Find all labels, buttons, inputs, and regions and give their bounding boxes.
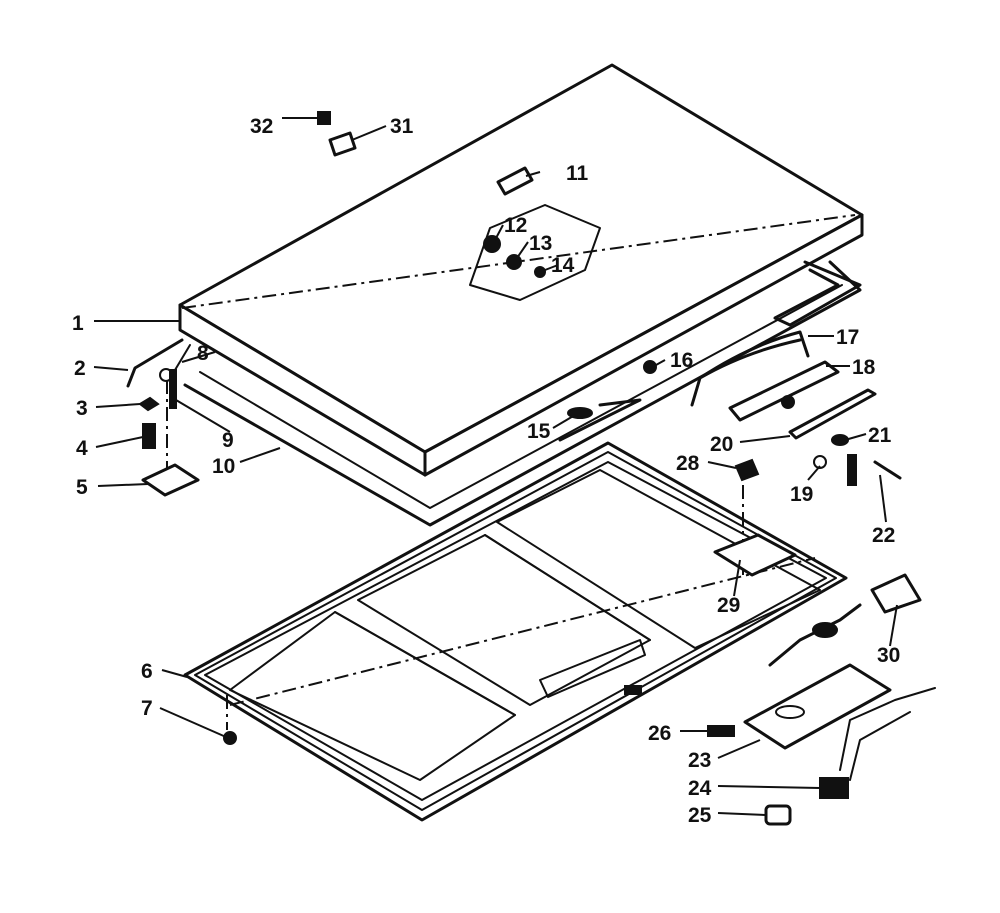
callout-31: 31 <box>390 115 414 138</box>
callout-24: 24 <box>688 777 712 800</box>
callout-9: 9 <box>222 429 234 452</box>
callout-21: 21 <box>868 424 892 447</box>
callout-15: 15 <box>527 420 551 443</box>
callout-16: 16 <box>670 349 693 372</box>
part-19-key <box>813 455 827 469</box>
callout-18: 18 <box>852 356 876 379</box>
part-7-screw <box>223 731 237 745</box>
callout-5: 5 <box>76 476 88 499</box>
leader-lines <box>93 117 898 816</box>
part-30-plug <box>768 573 922 667</box>
callout-6: 6 <box>141 660 153 683</box>
part-8-9-pin <box>159 368 177 409</box>
part-22-pin <box>873 460 902 480</box>
part-3-washer <box>138 396 160 412</box>
part-21-lock <box>831 434 857 486</box>
callout-32: 32 <box>250 115 273 138</box>
part-14-nut <box>534 266 546 278</box>
callout-14: 14 <box>551 254 575 277</box>
lid-access-panel <box>469 204 601 301</box>
callout-30: 30 <box>877 644 900 667</box>
callout-20: 20 <box>710 433 733 456</box>
callout-23: 23 <box>688 749 711 772</box>
callout-22: 22 <box>872 524 895 547</box>
callout-4: 4 <box>76 437 88 460</box>
callout-25: 25 <box>688 804 712 827</box>
part-13-washer <box>506 254 522 270</box>
lid-liner <box>174 260 862 527</box>
part-5-plate <box>141 463 200 497</box>
callout-28: 28 <box>676 452 700 475</box>
callout-2: 2 <box>74 357 86 380</box>
callout-1: 1 <box>72 312 84 335</box>
part-17-handle <box>690 330 810 407</box>
part-24-socket <box>819 687 936 799</box>
lid-assembly <box>178 63 864 477</box>
part-26-screw <box>707 725 735 737</box>
part-12-screw <box>483 235 501 253</box>
callout-11: 11 <box>566 162 589 185</box>
cabinet-frame <box>183 441 848 822</box>
callout-13: 13 <box>529 232 552 255</box>
callout-8: 8 <box>197 342 209 365</box>
part-23-cover <box>743 663 892 750</box>
part-2-hinge-rod <box>126 338 184 388</box>
callout-10: 10 <box>212 455 235 478</box>
part-28-switch <box>734 458 760 482</box>
part-16-screw <box>643 360 657 374</box>
part-11-clip <box>496 166 534 196</box>
callout-3: 3 <box>76 397 88 420</box>
part-32-screw <box>317 111 331 125</box>
callout-labels: 1 2 3 4 5 6 7 8 9 10 11 12 13 14 15 16 1… <box>72 115 900 827</box>
callout-12: 12 <box>504 214 527 237</box>
part-25-bulb <box>764 804 792 826</box>
callout-19: 19 <box>790 483 813 506</box>
callout-29: 29 <box>717 594 740 617</box>
callout-17: 17 <box>836 326 859 349</box>
callout-26: 26 <box>648 722 671 745</box>
callout-7: 7 <box>141 697 153 720</box>
part-18-handle-base <box>728 360 840 422</box>
part-31-bracket <box>317 111 357 157</box>
part-20-strip <box>788 388 877 440</box>
part-4-screw <box>142 423 156 449</box>
